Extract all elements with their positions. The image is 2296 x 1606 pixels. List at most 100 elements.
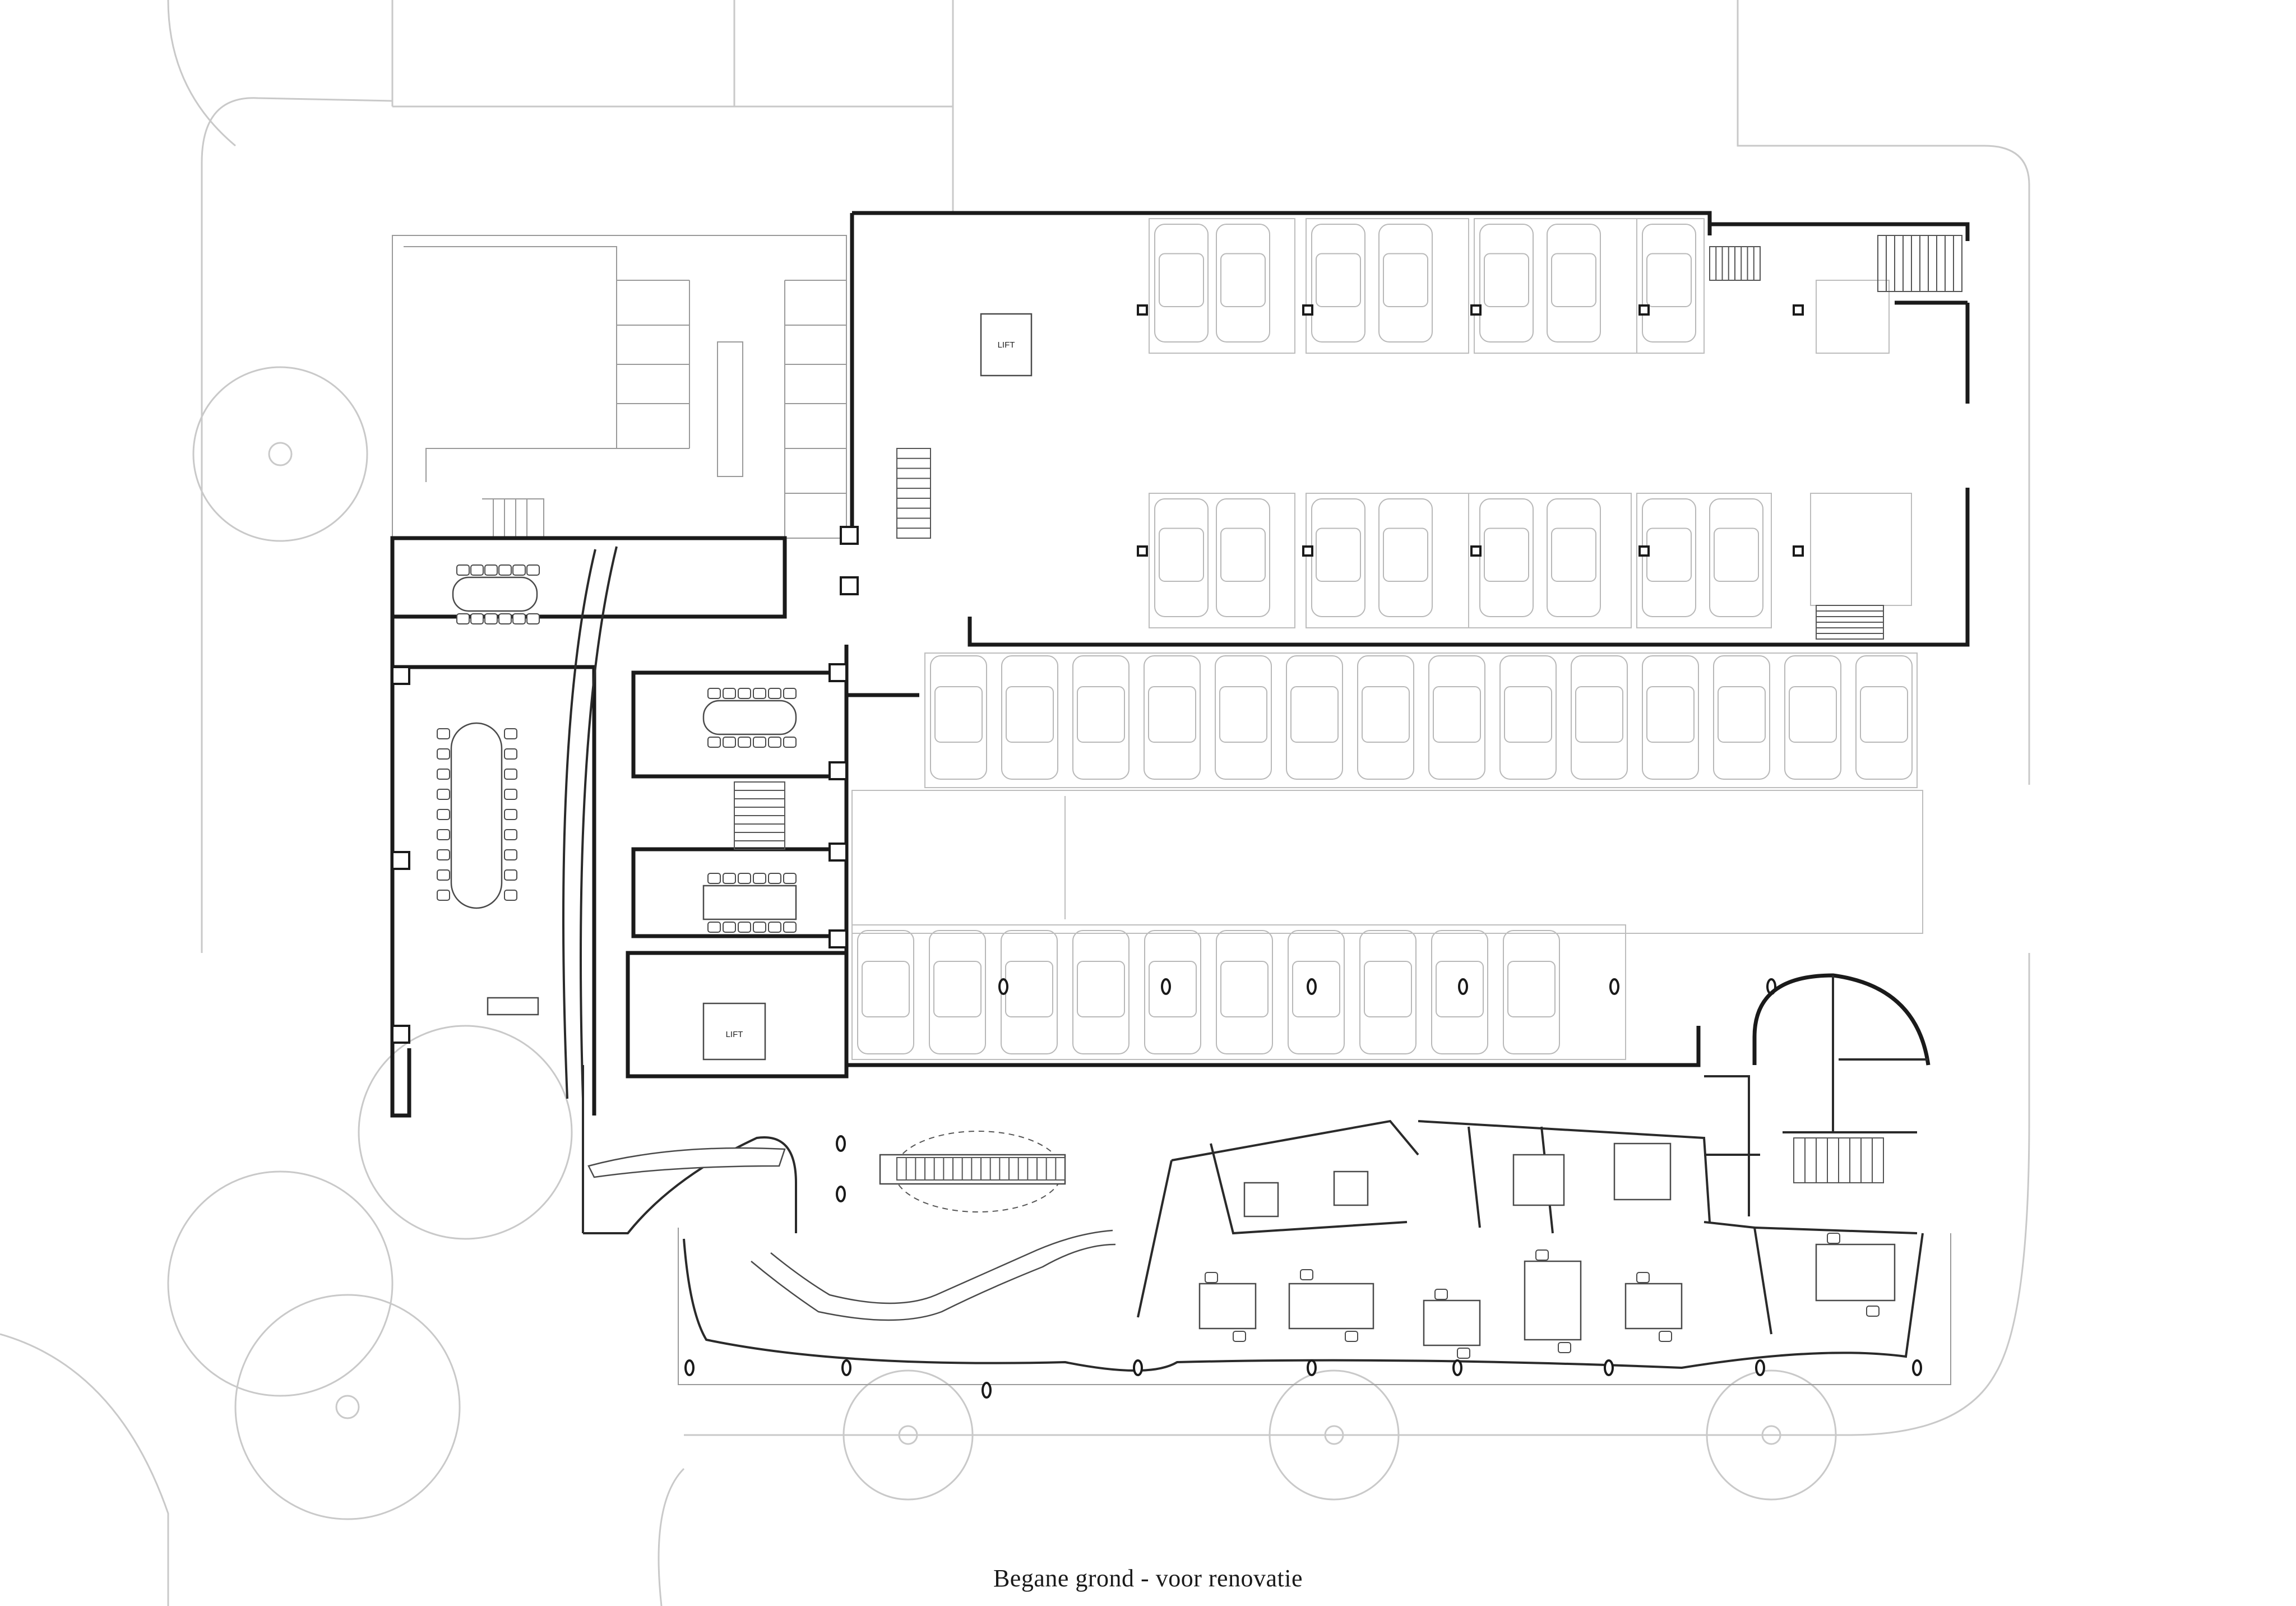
car	[1001, 930, 1058, 1054]
chair	[504, 829, 517, 840]
chair	[1300, 1269, 1313, 1280]
chair	[738, 688, 751, 699]
chair	[738, 873, 751, 884]
round-column	[1609, 978, 1619, 995]
round-column	[1307, 1359, 1317, 1376]
stair-flight	[1816, 605, 1884, 640]
stair-flight	[1877, 235, 1962, 292]
chair	[1535, 1249, 1549, 1261]
exterior-walls	[390, 211, 1970, 1118]
car	[1144, 655, 1201, 780]
round-column	[1133, 1359, 1143, 1376]
column	[828, 929, 848, 948]
car	[1154, 498, 1209, 617]
chair	[783, 922, 797, 933]
column	[1137, 304, 1148, 316]
car	[1499, 655, 1557, 780]
chair	[437, 748, 450, 760]
chair	[504, 809, 517, 820]
round-column	[1604, 1359, 1614, 1376]
stair-flight	[1709, 246, 1761, 281]
lift-bottom: LIFT	[702, 1002, 766, 1061]
column	[1793, 545, 1804, 557]
round-column	[998, 978, 1008, 995]
stair-flight	[1793, 1137, 1884, 1183]
car	[1479, 224, 1534, 343]
stair-flight	[734, 781, 785, 850]
round-column	[836, 1135, 846, 1152]
column	[1302, 304, 1313, 316]
chair	[437, 890, 450, 901]
parking-top	[1149, 218, 1912, 628]
car	[1571, 655, 1628, 780]
chair	[753, 873, 766, 884]
chair	[484, 613, 498, 624]
chair	[456, 613, 470, 624]
chair	[526, 564, 540, 576]
car	[1431, 930, 1488, 1054]
column	[1638, 545, 1650, 557]
meeting-curve	[562, 546, 618, 1099]
column	[1638, 304, 1650, 316]
chair	[707, 688, 721, 699]
car	[1001, 655, 1058, 780]
car	[1784, 655, 1841, 780]
car	[1855, 655, 1913, 780]
car	[1288, 930, 1345, 1054]
chair	[1457, 1348, 1470, 1359]
chair	[783, 873, 797, 884]
reception-desk	[587, 1147, 1116, 1321]
column	[840, 576, 859, 595]
car	[1642, 224, 1696, 343]
chair	[504, 769, 517, 780]
column	[840, 526, 859, 545]
column	[828, 761, 848, 780]
car	[1359, 930, 1417, 1054]
round-column	[982, 1382, 992, 1399]
chair	[783, 688, 797, 699]
stairs	[734, 235, 1962, 1183]
annex-building	[392, 235, 847, 539]
chair	[437, 849, 450, 860]
car	[1216, 498, 1270, 617]
column	[391, 851, 410, 870]
column	[1470, 545, 1482, 557]
chair	[1659, 1331, 1672, 1342]
round-column	[841, 1359, 851, 1376]
car	[857, 930, 914, 1054]
columns	[391, 304, 1922, 1399]
car	[1547, 498, 1601, 617]
chair	[723, 873, 736, 884]
chair	[753, 688, 766, 699]
car	[1311, 224, 1365, 343]
column	[1137, 545, 1148, 557]
chair	[504, 849, 517, 860]
round-column	[684, 1359, 695, 1376]
column	[1793, 304, 1804, 316]
chair	[437, 769, 450, 780]
chair	[1434, 1289, 1448, 1300]
trees	[167, 366, 1837, 1520]
car	[1713, 655, 1770, 780]
parked-cars	[857, 224, 1913, 1054]
car	[1642, 655, 1699, 780]
office-desks	[1198, 1142, 1896, 1346]
round-column	[1452, 1359, 1462, 1376]
car	[1154, 224, 1209, 343]
round-column	[1755, 1359, 1765, 1376]
chairs	[437, 564, 1880, 1359]
meeting-furniture	[450, 576, 797, 1016]
chair	[498, 613, 512, 624]
chair	[738, 922, 751, 933]
car	[1428, 655, 1485, 780]
chair	[484, 564, 498, 576]
car	[1311, 498, 1365, 617]
chair	[512, 613, 526, 624]
round-column	[1912, 1359, 1922, 1376]
car	[1215, 655, 1272, 780]
site-context	[0, 0, 2030, 1606]
column	[391, 1025, 410, 1044]
chair	[723, 737, 736, 748]
chair	[504, 748, 517, 760]
stair-flight	[896, 1157, 1066, 1181]
